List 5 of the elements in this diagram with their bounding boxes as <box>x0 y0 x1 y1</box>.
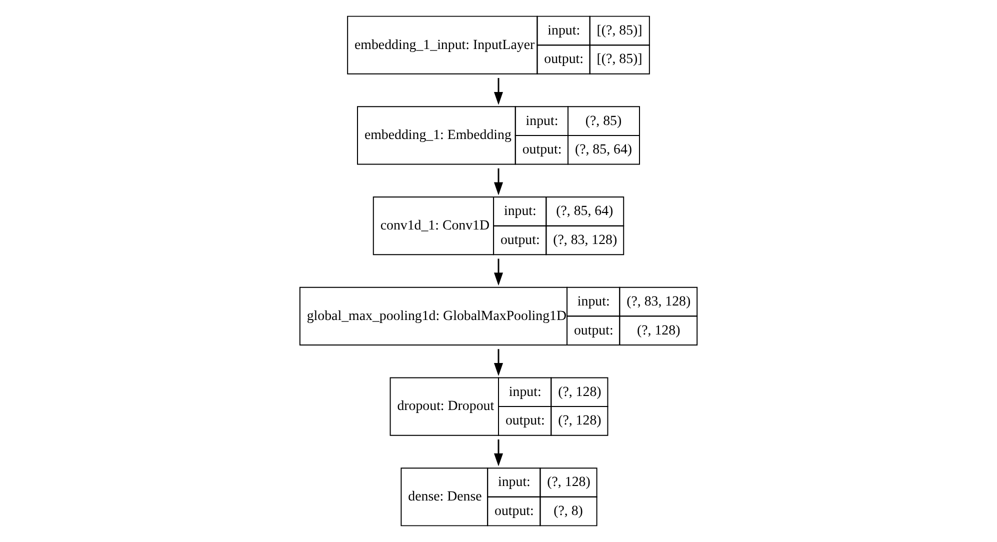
arrow <box>494 349 504 376</box>
arrow <box>494 168 504 196</box>
arrow <box>494 258 504 286</box>
arrow <box>494 78 504 105</box>
arrow <box>494 439 504 466</box>
